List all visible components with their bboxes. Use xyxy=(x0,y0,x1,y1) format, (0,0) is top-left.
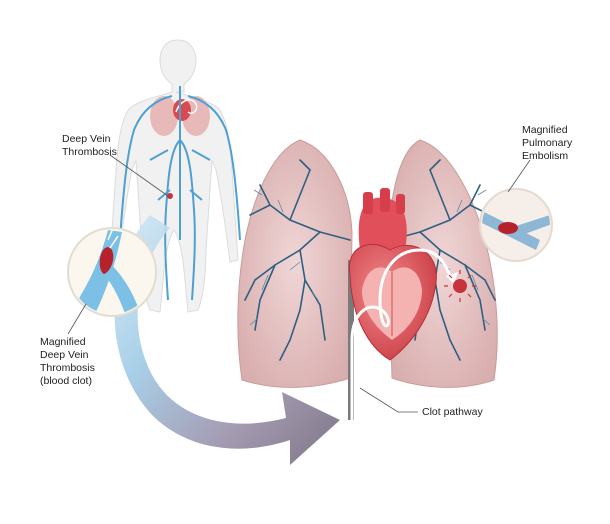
embolism-marker xyxy=(444,270,476,302)
magnified-pe-circle xyxy=(479,188,553,262)
label-magnified-pulmonary-embolism: Magnified Pulmonary Embolism xyxy=(522,124,573,162)
label-deep-vein-thrombosis: Deep Vein Thrombosis xyxy=(62,133,117,158)
heart xyxy=(348,243,437,361)
clot-travel-arrow xyxy=(114,215,340,465)
label-magnified-deep-vein-thrombosis: Magnified Deep Vein Thrombosis (blood cl… xyxy=(40,336,95,387)
magnified-dvt-circle xyxy=(67,227,157,317)
label-clot-pathway: Clot pathway xyxy=(422,406,483,418)
leader-lines xyxy=(67,154,531,413)
